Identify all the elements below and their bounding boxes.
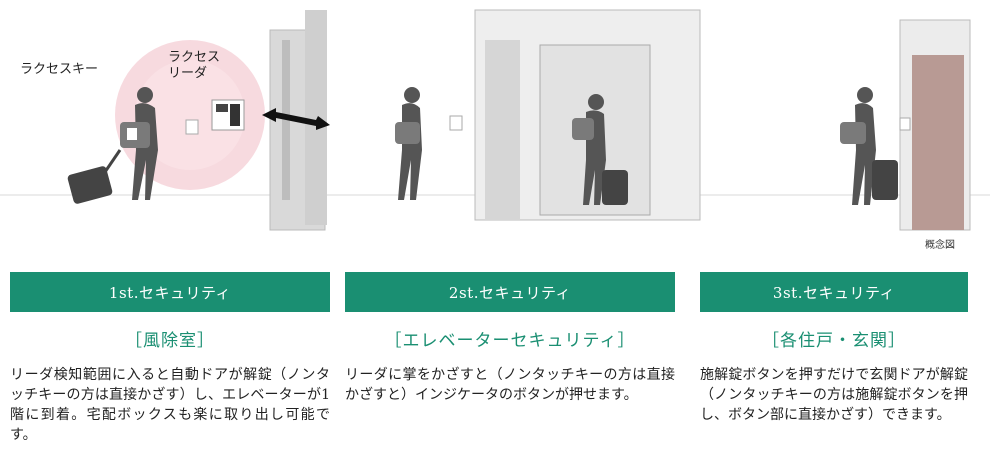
section-3-subheading: ［各住戸・玄関］ — [762, 331, 906, 351]
section-3: 3st.セキュリティ ［各住戸・玄関］ 施解錠ボタンを押すだけで玄関ドアが解錠（… — [700, 272, 968, 425]
section-1: 1st.セキュリティ ［風除室］ リーダ検知範囲に入ると自動ドアが解錠（ノンタッ… — [10, 272, 330, 445]
section-2-subheading: ［エレベーターセキュリティ］ — [384, 331, 636, 351]
scene-vestibule — [67, 10, 330, 231]
section-2: 2st.セキュリティ ［エレベーターセキュリティ］ リーダに掌をかざすと（ノンタ… — [345, 272, 675, 405]
label-rakuses-reader: ラクセス リーダ — [168, 50, 221, 81]
section-1-subheading: ［風除室］ — [125, 331, 215, 351]
concept-note: 概念図 — [925, 240, 955, 251]
section-2-heading: 2st.セキュリティ — [345, 272, 675, 312]
security-illustration — [0, 9, 990, 231]
section-3-heading: 3st.セキュリティ — [700, 272, 968, 312]
section-1-body: リーダ検知範囲に入ると自動ドアが解錠（ノンタッチキーの方は直接かざす）し、エレベ… — [10, 367, 330, 443]
section-3-body: 施解錠ボタンを押すだけで玄関ドアが解錠（ノンタッチキーの方は施解錠ボタンを押し、… — [700, 367, 968, 423]
section-2-body: リーダに掌をかざすと（ノンタッチキーの方は直接かざすと）インジケータのボタンが押… — [345, 367, 675, 403]
label-rakuses-key: ラクセスキー — [20, 62, 99, 77]
scene-entrance — [840, 19, 971, 231]
section-1-heading: 1st.セキュリティ — [10, 272, 330, 312]
scene-elevator — [395, 9, 701, 221]
